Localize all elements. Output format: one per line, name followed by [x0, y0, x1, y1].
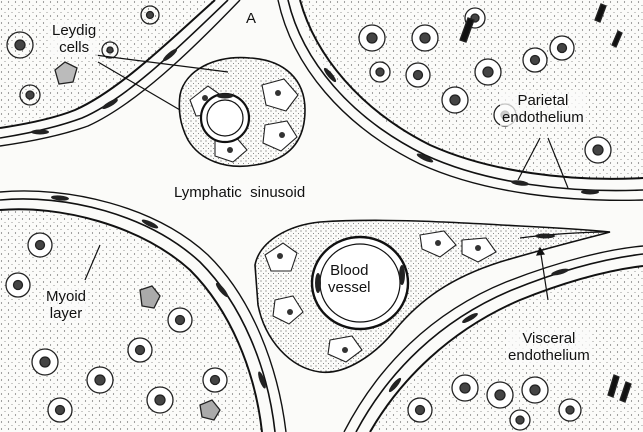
label-leydig-cells: Leydig cells	[50, 22, 98, 56]
tubule-bottom-left	[0, 191, 286, 432]
label-visceral-endothelium: Visceral endothelium	[506, 330, 592, 364]
label-visceral-endothelium-line2: endothelium	[508, 347, 590, 364]
label-leydig-cells-line1: Leydig	[52, 22, 96, 39]
label-lymphatic-sinusoid: Lymphatic sinusoid	[172, 184, 307, 201]
label-blood-vessel-line2: vessel	[328, 279, 371, 296]
label-parietal-endothelium-line1: Parietal	[502, 92, 584, 109]
panel-letter: A	[244, 10, 258, 27]
label-parietal-endothelium-line2: endothelium	[502, 109, 584, 126]
label-leydig-cells-line2: cells	[52, 39, 96, 56]
label-myoid-layer-line1: Myoid	[46, 288, 86, 305]
leydig-cell-cluster	[179, 58, 305, 167]
label-myoid-layer: Myoid layer	[44, 288, 88, 322]
label-myoid-layer-line2: layer	[46, 305, 86, 322]
label-parietal-endothelium: Parietal endothelium	[500, 92, 586, 126]
tubule-top-right	[278, 0, 643, 200]
label-visceral-endothelium-line1: Visceral	[508, 330, 590, 347]
label-blood-vessel: Blood vessel	[326, 262, 373, 296]
label-blood-vessel-line1: Blood	[328, 262, 371, 279]
